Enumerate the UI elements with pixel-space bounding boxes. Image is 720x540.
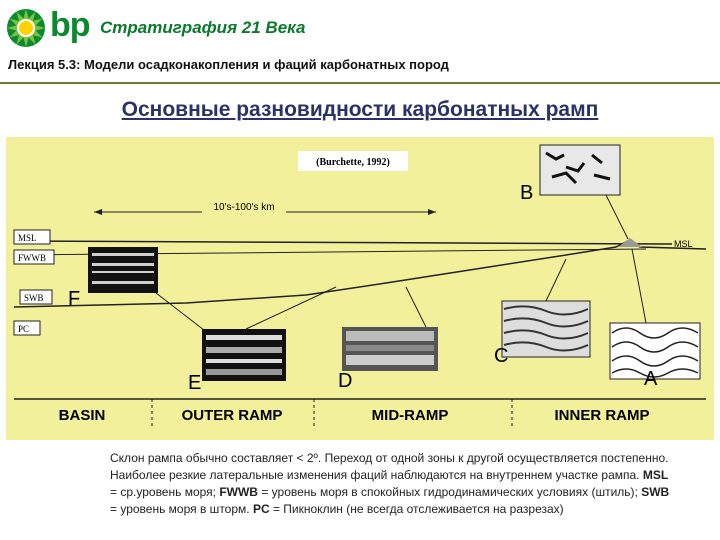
facies-d: D bbox=[338, 370, 352, 392]
level-fwwb: FWWB bbox=[18, 253, 46, 263]
core-panel-d bbox=[342, 327, 438, 371]
shoal bbox=[618, 238, 642, 247]
msl-right-label: MSL bbox=[674, 239, 693, 249]
slide-header: bp Стратиграфия 21 Века Лекция 5.3: Моде… bbox=[0, 0, 720, 80]
header-divider bbox=[0, 82, 720, 84]
zone-inner-ramp: INNER RAMP bbox=[554, 407, 649, 424]
zone-outer-ramp: OUTER RAMP bbox=[182, 407, 283, 424]
facies-e: E bbox=[188, 372, 201, 394]
facies-f: F bbox=[68, 288, 80, 310]
bp-wordmark: bp bbox=[50, 6, 91, 44]
scale-label: 10's-100's km bbox=[213, 202, 274, 213]
bp-helios-logo bbox=[7, 9, 45, 47]
zone-mid-ramp: MID-RAMP bbox=[372, 407, 449, 424]
lecture-title: Лекция 5.3: Модели осадконакопления и фа… bbox=[8, 57, 449, 72]
core-panel-c bbox=[501, 300, 591, 358]
msl-line bbox=[13, 240, 673, 245]
course-title: Стратиграфия 21 Века bbox=[100, 18, 306, 37]
zone-basin: BASIN bbox=[59, 407, 106, 424]
facies-c: C bbox=[494, 345, 508, 367]
citation: (Burchette, 1992) bbox=[316, 157, 390, 168]
page-title: Основные разновидности карбонатных рамп bbox=[121, 98, 599, 121]
level-swb: SWB bbox=[24, 293, 44, 303]
caption-fwwb: FWWB bbox=[219, 485, 258, 499]
core-panel-f bbox=[88, 247, 158, 293]
caption-msl: MSL bbox=[642, 468, 669, 482]
core-panel-a bbox=[609, 322, 701, 380]
caption-swb: SWB bbox=[641, 485, 670, 499]
level-pc: PC bbox=[18, 324, 29, 334]
level-msl: MSL bbox=[18, 233, 37, 243]
core-panel-e bbox=[202, 329, 286, 381]
facies-a: A bbox=[644, 368, 658, 390]
carbonate-ramp-diagram: (Burchette, 1992) 10's-100's km MSL MSL … bbox=[6, 137, 714, 440]
core-panel-b bbox=[539, 144, 621, 196]
figure-caption: Склон рампа обычно составляет < 2º. Пере… bbox=[110, 451, 670, 516]
citation-box bbox=[298, 151, 408, 171]
caption-pc: PC bbox=[252, 502, 270, 516]
facies-b: B bbox=[520, 182, 533, 204]
